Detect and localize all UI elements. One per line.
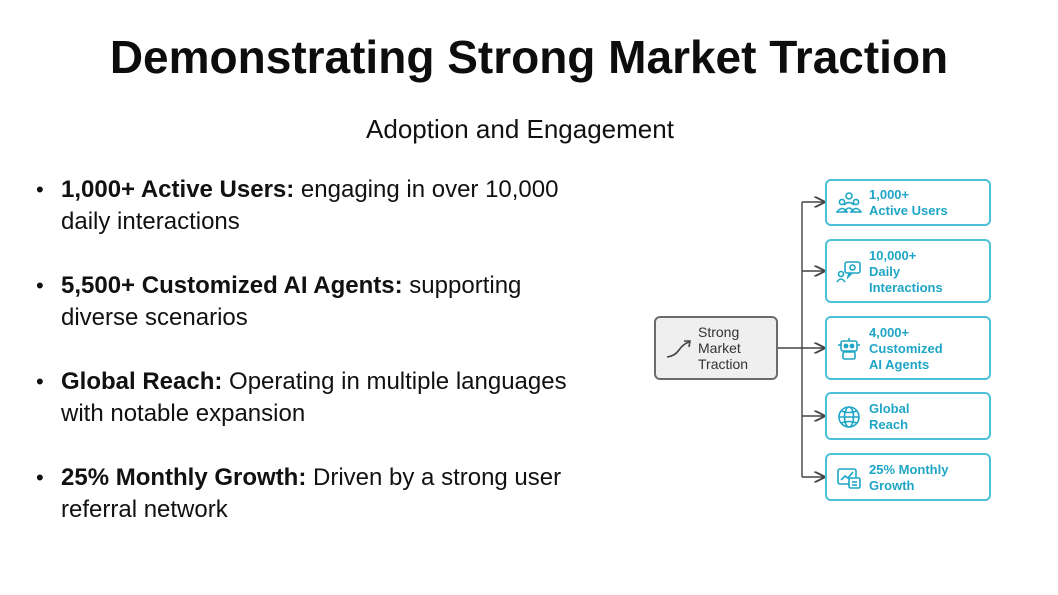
- bullet-text: Driven by a strong user referral network: [61, 464, 562, 523]
- bullet-heading: 5,500+ Customized AI Agents:: [61, 272, 403, 299]
- root-label: Strong Market Traction: [698, 324, 749, 372]
- bullet-item: • 5,500+ Customized AI Agents: supportin…: [36, 270, 596, 334]
- node-daily-interactions: 10,000+ Daily Interactions: [825, 239, 991, 303]
- bullet-heading: Global Reach:: [61, 368, 223, 395]
- root-node: Strong Market Traction: [654, 316, 778, 380]
- growth-chart-icon: [837, 468, 861, 489]
- diagram-connectors: [778, 175, 1000, 505]
- node-monthly-growth: 25% Monthly Growth: [825, 453, 991, 501]
- bullet-text: Operating in multiple languages with not…: [61, 368, 567, 427]
- node-label: 4,000+ Customized AI Agents: [869, 325, 943, 372]
- slide-title: Demonstrating Strong Market Traction: [109, 31, 949, 83]
- users-icon: [836, 192, 862, 213]
- bullet-text: supporting diverse scenarios: [61, 272, 522, 331]
- trend-arrow-icon: [666, 340, 691, 358]
- bullet-item: • 1,000+ Active Users: engaging in over …: [36, 174, 596, 238]
- bullet-heading: 25% Monthly Growth:: [61, 464, 307, 491]
- traction-diagram: Strong Market Traction 1,000+ Active Use…: [650, 175, 1000, 505]
- node-global-reach: Global Reach: [825, 392, 991, 440]
- bullet-dot: •: [36, 369, 44, 394]
- node-label: 10,000+ Daily Interactions: [869, 248, 943, 295]
- slide-subtitle: Adoption and Engagement: [366, 114, 674, 144]
- bullet-item: • Global Reach: Operating in multiple la…: [36, 366, 596, 430]
- node-active-users: 1,000+ Active Users: [825, 179, 991, 226]
- bullet-dot: •: [36, 177, 44, 202]
- node-label: 25% Monthly Growth: [869, 462, 949, 493]
- bullet-item: • 25% Monthly Growth: Driven by a strong…: [36, 462, 596, 526]
- node-label: Global Reach: [869, 401, 910, 432]
- bullet-dot: •: [36, 273, 44, 298]
- bullet-list: • 1,000+ Active Users: engaging in over …: [36, 174, 596, 558]
- robot-icon: [838, 338, 860, 360]
- bullet-text: engaging in over 10,000 daily interactio…: [61, 176, 559, 235]
- bullet-heading: 1,000+ Active Users:: [61, 176, 295, 203]
- node-customized-ai-agents: 4,000+ Customized AI Agents: [825, 316, 991, 380]
- bullet-dot: •: [36, 465, 44, 490]
- chat-user-icon: [836, 261, 861, 283]
- globe-icon: [838, 406, 860, 428]
- node-label: 1,000+ Active Users: [869, 187, 948, 218]
